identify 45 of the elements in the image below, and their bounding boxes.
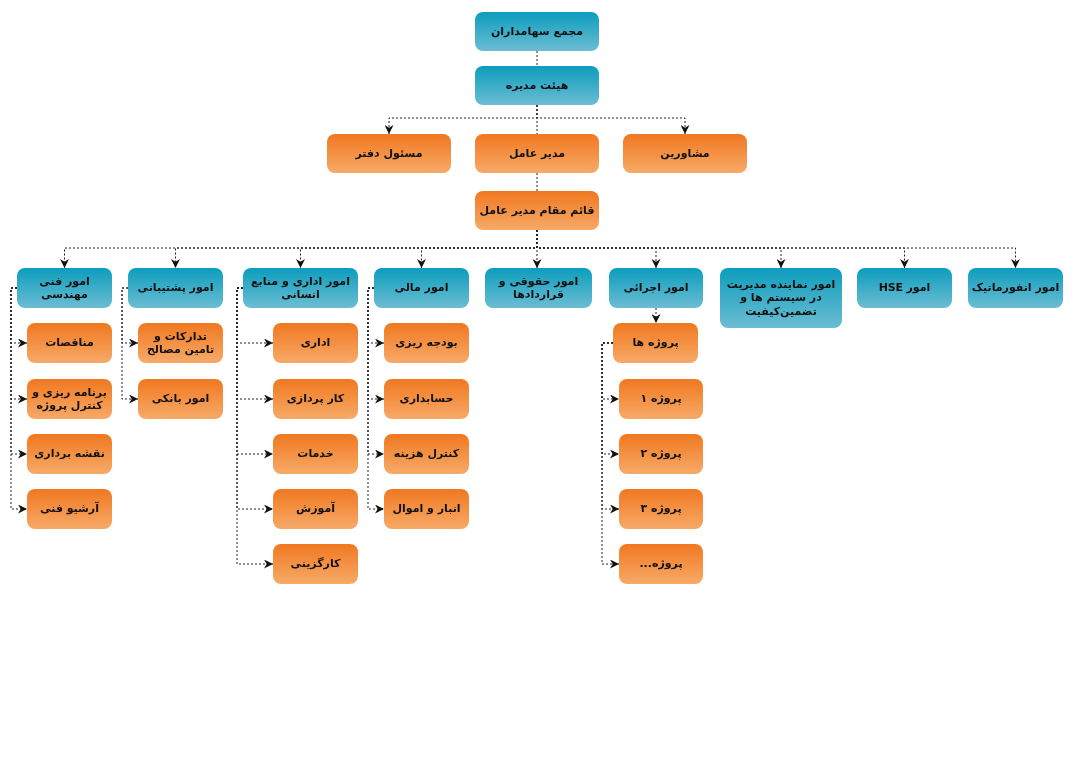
unit-box: انبار و اموال xyxy=(384,489,469,529)
unit-box: مناقصات xyxy=(27,323,112,363)
unit-box: اداری xyxy=(273,323,358,363)
department-box: امور نماینده مدیریت در سیستم ها و تضمین‌کیفیت xyxy=(720,268,842,328)
unit-box: آموزش xyxy=(273,489,358,529)
unit-box: خدمات xyxy=(273,434,358,474)
unit-box: پروژه ۱ xyxy=(619,379,703,419)
connector-line xyxy=(536,172,538,192)
unit-box: مسئول دفتر xyxy=(327,134,451,173)
unit-box: آرشیو فنی xyxy=(27,489,112,529)
department-box: امور فنی مهندسی xyxy=(17,268,112,308)
connector-arrow xyxy=(236,287,274,569)
unit-box: پروژه ۳ xyxy=(619,489,703,529)
connector-line xyxy=(536,104,538,135)
unit-box: کارگزینی xyxy=(273,544,358,584)
connector-arrow xyxy=(536,104,690,135)
unit-box: قائم مقام مدیر عامل xyxy=(475,191,599,230)
department-box: مجمع سهامداران xyxy=(475,12,599,51)
department-box: امور انفورماتیک xyxy=(968,268,1063,308)
department-box: امور اداری و منابع انسانی xyxy=(243,268,358,308)
department-box: امور حقوقی و قراردادها xyxy=(485,268,592,308)
unit-box: حسابداری xyxy=(384,379,469,419)
connector-arrow xyxy=(10,287,28,514)
department-box: امور HSE xyxy=(857,268,952,308)
unit-box: کنترل هزینه xyxy=(384,434,469,474)
unit-box: نقشه برداری xyxy=(27,434,112,474)
unit-box: بودجه ریزی xyxy=(384,323,469,363)
unit-box: برنامه ریزی و کنترل پروژه xyxy=(27,379,112,419)
department-box: هیئت مدیره xyxy=(475,66,599,105)
connector-arrow xyxy=(651,307,661,324)
connector-arrow xyxy=(601,342,620,569)
connector-arrow xyxy=(367,287,385,514)
department-box: امور پشتیبانی xyxy=(128,268,223,308)
unit-box: مدیر عامل xyxy=(475,134,599,173)
connector-arrow xyxy=(121,287,139,404)
unit-box: تدارکات و تامین مصالح xyxy=(138,323,223,363)
unit-box: کار پردازی xyxy=(273,379,358,419)
unit-box: مشاورین xyxy=(623,134,747,173)
connector-line xyxy=(536,50,538,67)
department-box: امور مالی xyxy=(374,268,469,308)
unit-box: پروژه ۲ xyxy=(619,434,703,474)
unit-box: پروژه ها xyxy=(613,323,698,363)
unit-box: امور بانکی xyxy=(138,379,223,419)
unit-box: پروژه... xyxy=(619,544,703,584)
department-box: امور اجرائی xyxy=(609,268,703,308)
